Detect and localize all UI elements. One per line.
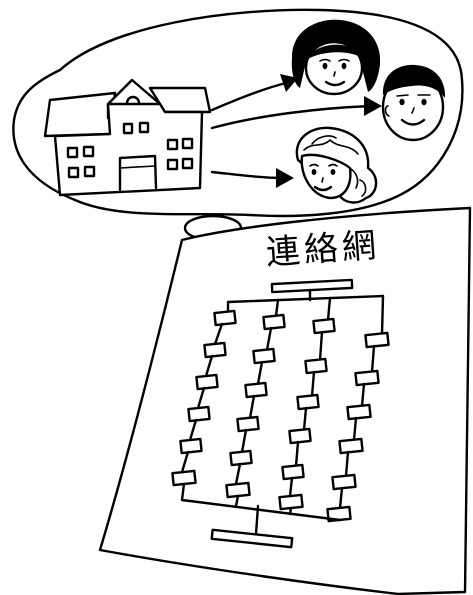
boy-face-icon xyxy=(381,64,446,142)
contact-tree-column xyxy=(326,294,390,523)
school-building-icon xyxy=(43,78,212,197)
arrow-right-icon xyxy=(210,96,382,130)
contact-tree-column xyxy=(171,300,237,487)
contact-tree-column xyxy=(225,298,286,499)
contact-tree-column xyxy=(278,296,336,511)
document-title: 連絡網 xyxy=(265,225,382,273)
woman-face-icon xyxy=(295,126,378,204)
arrow-right-icon xyxy=(210,168,294,188)
contact-tree-sheet-icon: 連絡網 xyxy=(98,206,472,595)
girl-face-icon xyxy=(291,19,381,96)
arrow-right-icon xyxy=(210,74,298,112)
